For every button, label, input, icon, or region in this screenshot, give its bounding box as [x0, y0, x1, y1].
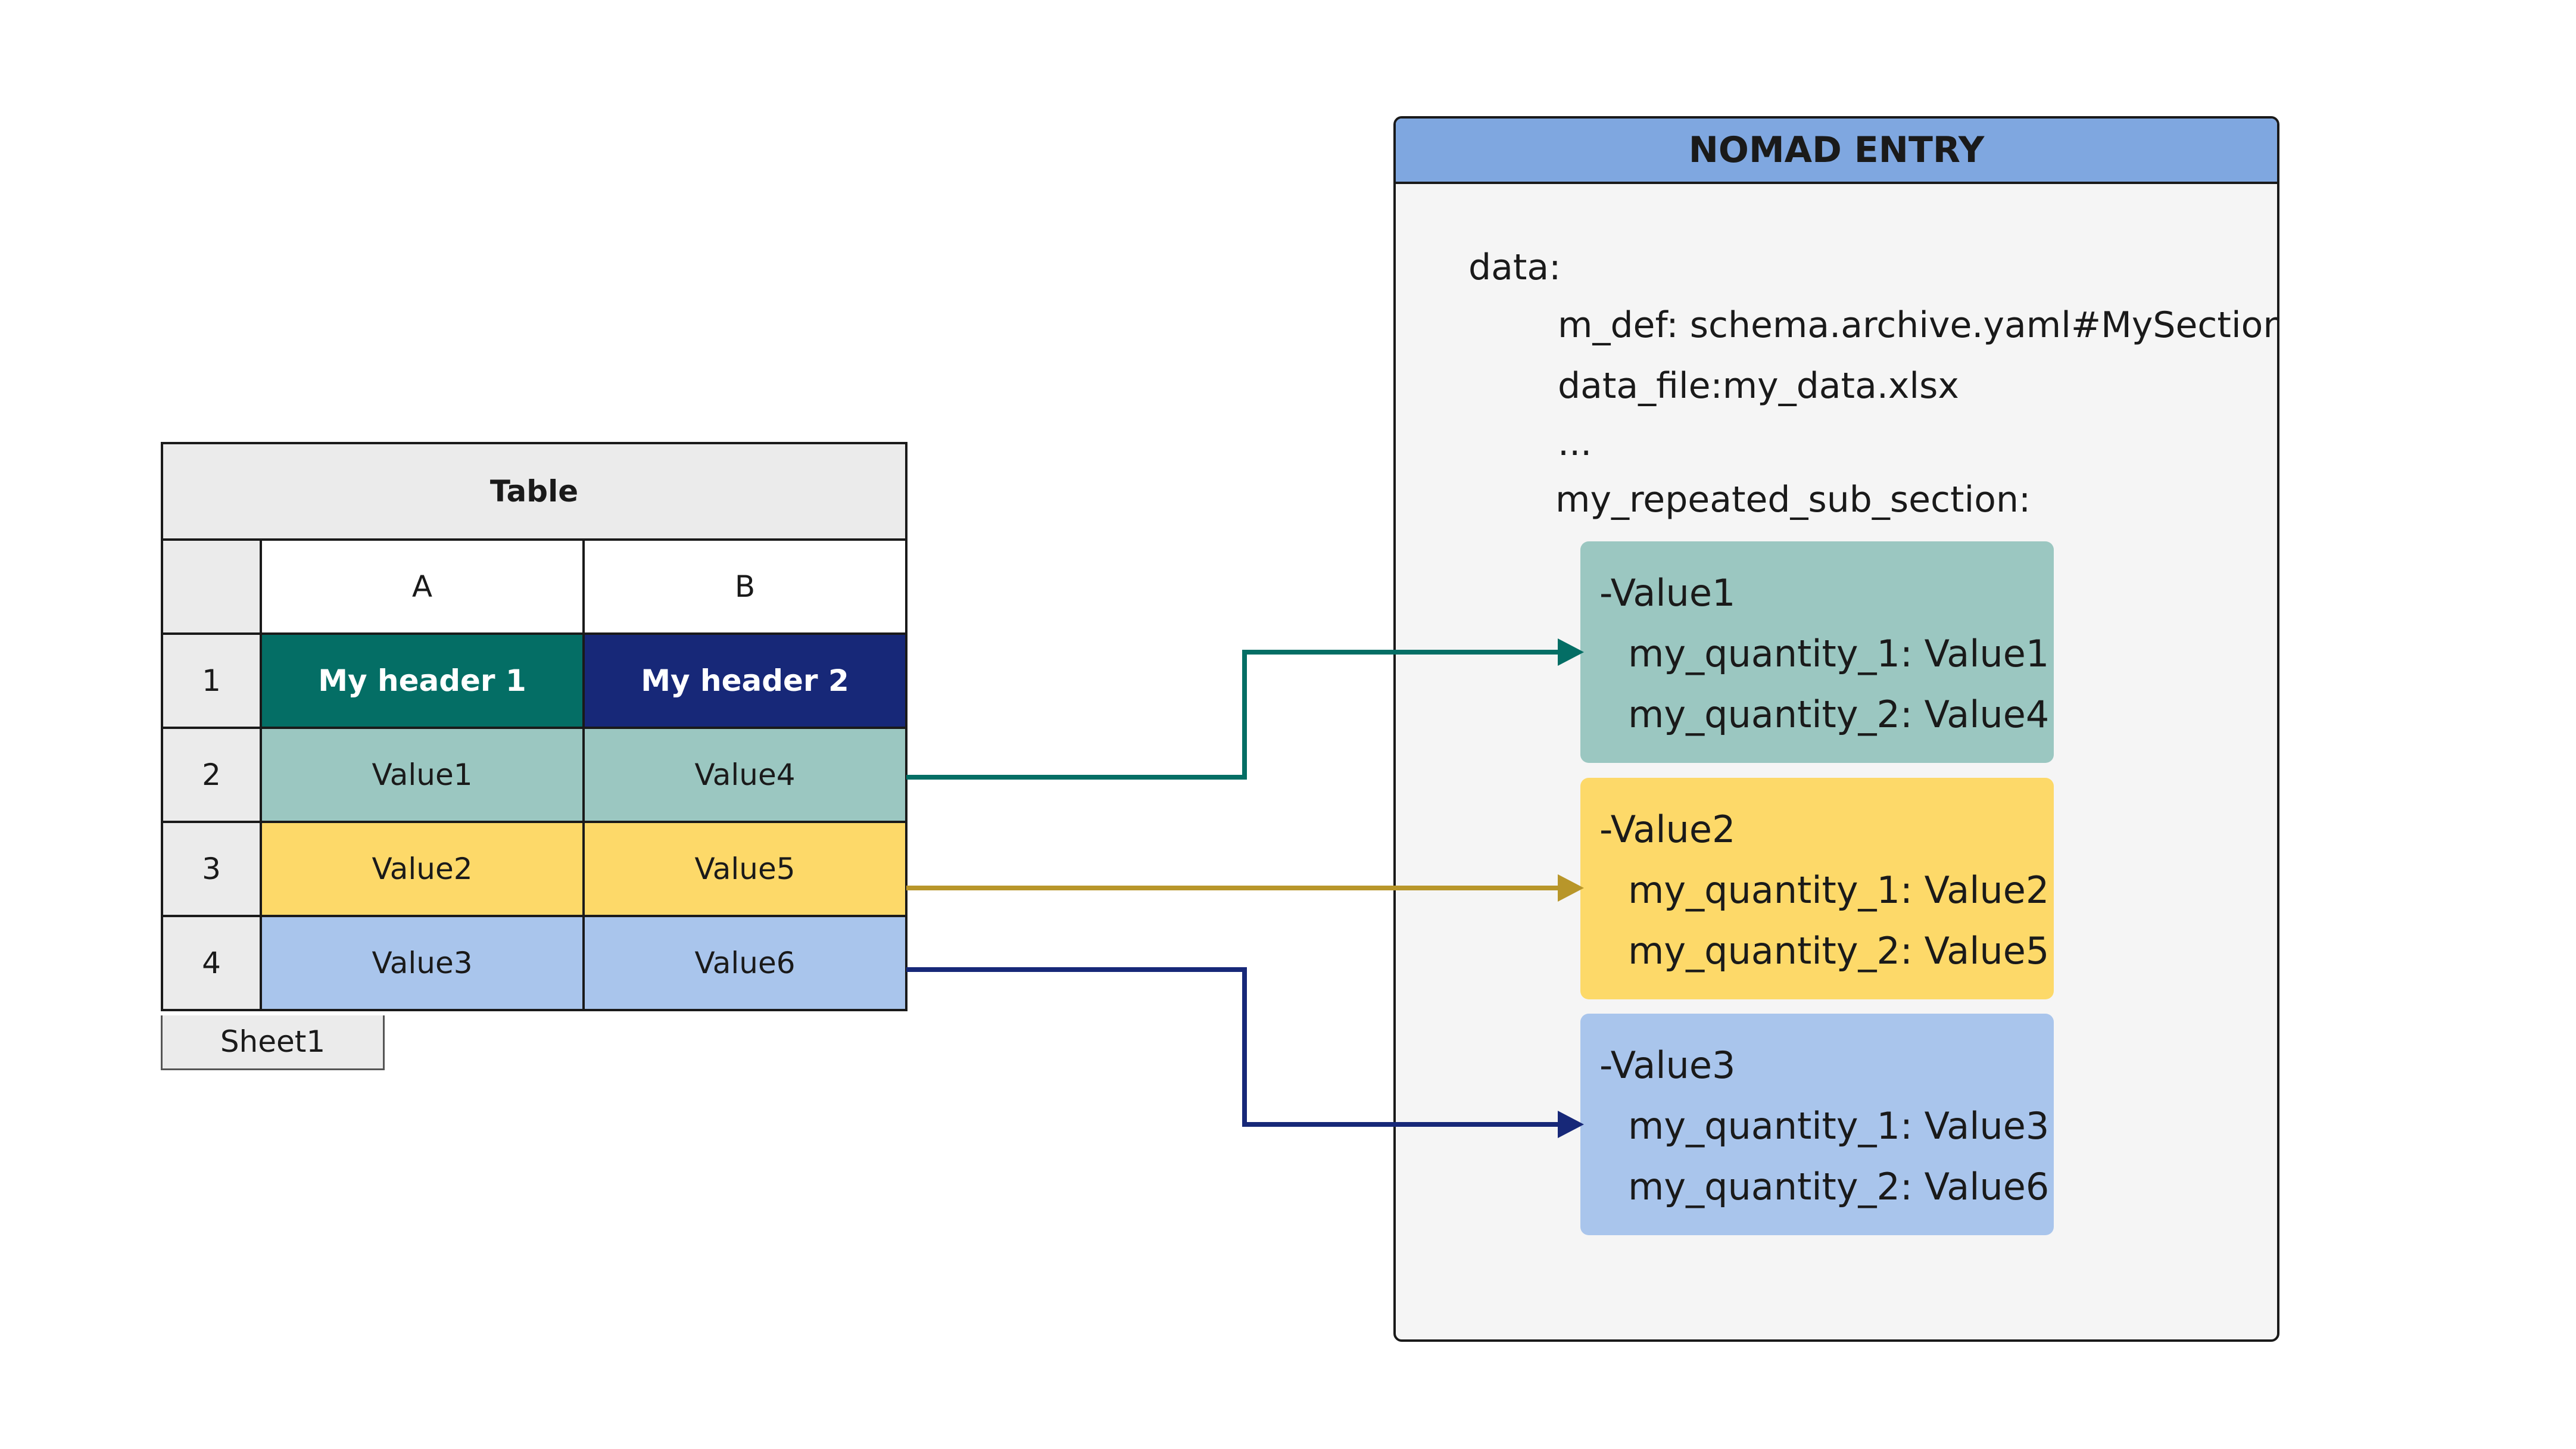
- entry-ellipsis: ...: [1558, 422, 1592, 464]
- quantity-2-line: my_quantity_2: Value6: [1628, 1165, 2050, 1208]
- row-number-1[interactable]: 1: [161, 632, 262, 729]
- arrow-row2-to-value1: [906, 650, 1560, 780]
- arrowhead-yellow-icon: [1558, 874, 1584, 902]
- quantity-1-line: my_quantity_1: Value2: [1628, 868, 2050, 912]
- spreadsheet-table: Table A B 1 My header 1 My header 2 2 Va…: [161, 442, 907, 1011]
- sub-section-item-2: -Value2 my_quantity_1: Value2 my_quantit…: [1580, 778, 2054, 999]
- row-number-2[interactable]: 2: [161, 727, 262, 823]
- cell-a3[interactable]: Value2: [260, 821, 585, 917]
- entry-data-file: data_file:my_data.xlsx: [1558, 365, 1959, 407]
- column-header-b[interactable]: B: [582, 538, 907, 635]
- entry-m-def: m_def: schema.archive.yaml#MySection: [1558, 304, 2279, 346]
- corner-cell: [161, 538, 262, 635]
- cell-b1[interactable]: My header 2: [582, 632, 907, 729]
- sub-section-item-1: -Value1 my_quantity_1: Value1 my_quantit…: [1580, 541, 2054, 763]
- arrow-row4-to-value3: [906, 967, 1560, 1127]
- cell-a1[interactable]: My header 1: [260, 632, 585, 729]
- sub-section-item-label: -Value3: [1599, 1043, 1736, 1087]
- row-number-4[interactable]: 4: [161, 915, 262, 1011]
- quantity-1-line: my_quantity_1: Value1: [1628, 632, 2050, 675]
- arrowhead-blue-icon: [1558, 1111, 1584, 1138]
- quantity-2-line: my_quantity_2: Value4: [1628, 693, 2050, 736]
- sub-section-item-label: -Value1: [1599, 571, 1736, 615]
- sheet-tab[interactable]: Sheet1: [161, 1015, 385, 1070]
- table-title: Table: [161, 442, 907, 541]
- cell-b2[interactable]: Value4: [582, 727, 907, 823]
- cell-b3[interactable]: Value5: [582, 821, 907, 917]
- quantity-2-line: my_quantity_2: Value5: [1628, 929, 2050, 973]
- cell-a2[interactable]: Value1: [260, 727, 585, 823]
- sub-section-item-label: -Value2: [1599, 808, 1736, 851]
- entry-data-key: data:: [1468, 247, 1561, 288]
- cell-b4[interactable]: Value6: [582, 915, 907, 1011]
- nomad-entry-panel: NOMAD ENTRY data: m_def: schema.archive.…: [1393, 116, 2279, 1342]
- arrowhead-green-icon: [1558, 638, 1584, 666]
- column-header-a[interactable]: A: [260, 538, 585, 635]
- sub-section-item-3: -Value3 my_quantity_1: Value3 my_quantit…: [1580, 1014, 2054, 1235]
- entry-sub-section: my_repeated_sub_section:: [1555, 479, 2031, 521]
- quantity-1-line: my_quantity_1: Value3: [1628, 1104, 2050, 1148]
- row-number-3[interactable]: 3: [161, 821, 262, 917]
- cell-a4[interactable]: Value3: [260, 915, 585, 1011]
- entry-title: NOMAD ENTRY: [1396, 119, 2277, 184]
